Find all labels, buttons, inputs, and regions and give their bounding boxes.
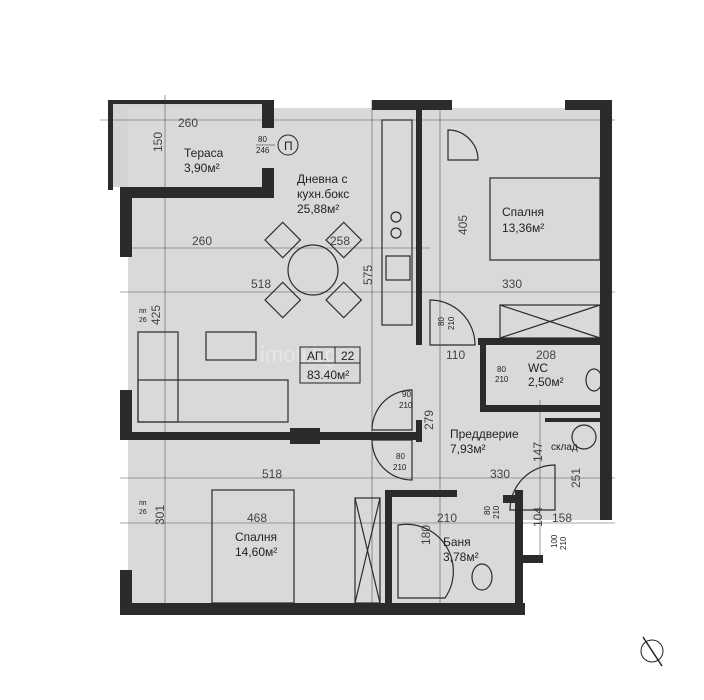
dimensions: 260 150 260 518 258 575 405 330 425 110 … bbox=[149, 116, 583, 545]
hall-area: 7,93м² bbox=[450, 442, 486, 456]
coffee-table bbox=[205, 331, 257, 361]
terrace-marker: П bbox=[284, 139, 293, 153]
svg-text:210: 210 bbox=[495, 375, 509, 384]
grid-lines bbox=[100, 95, 615, 615]
storage-name: склад bbox=[551, 442, 578, 453]
bedroom2-area: 14,60м² bbox=[235, 545, 277, 559]
svg-text:279: 279 bbox=[422, 410, 436, 430]
svg-text:330: 330 bbox=[502, 277, 522, 291]
svg-text:575: 575 bbox=[361, 265, 375, 285]
svg-text:80: 80 bbox=[396, 452, 405, 461]
bedroom2-name: Спалня bbox=[235, 530, 277, 544]
boiler bbox=[571, 424, 597, 450]
svg-text:80: 80 bbox=[497, 365, 506, 374]
living-area: 25,88м² bbox=[297, 202, 339, 216]
living-name-2: кухн.бокс bbox=[297, 187, 349, 201]
svg-text:210: 210 bbox=[492, 505, 501, 519]
walls bbox=[108, 100, 612, 615]
apartment-badge: АП. 22 83.40м² bbox=[299, 346, 361, 384]
terrace-name: Тераса bbox=[184, 146, 224, 160]
svg-text:110: 110 bbox=[446, 348, 465, 362]
bedroom1-area: 13,36м² bbox=[502, 221, 544, 235]
svg-text:пп: пп bbox=[139, 308, 147, 315]
kitchen-counter bbox=[381, 119, 413, 326]
svg-text:468: 468 bbox=[247, 511, 267, 525]
svg-text:251: 251 bbox=[569, 468, 583, 488]
furniture bbox=[137, 119, 603, 604]
svg-text:210: 210 bbox=[399, 401, 413, 410]
svg-text:210: 210 bbox=[559, 536, 568, 550]
svg-text:90: 90 bbox=[402, 390, 411, 399]
hall-name: Преддверие bbox=[450, 427, 519, 441]
svg-text:АП.: АП. bbox=[307, 349, 327, 363]
terrace-area: 3,90м² bbox=[184, 161, 220, 175]
svg-text:22: 22 bbox=[341, 349, 355, 363]
svg-text:104: 104 bbox=[531, 507, 545, 527]
svg-text:180: 180 bbox=[419, 525, 433, 545]
svg-text:208: 208 bbox=[536, 348, 556, 362]
svg-text:330: 330 bbox=[490, 467, 510, 481]
svg-text:26: 26 bbox=[139, 509, 147, 516]
sill-labels: пп 26 пп 26 bbox=[139, 308, 147, 516]
svg-text:425: 425 bbox=[149, 305, 163, 325]
terrace-marker-circle bbox=[277, 134, 299, 156]
svg-text:518: 518 bbox=[262, 467, 282, 481]
bed-2 bbox=[211, 489, 295, 604]
dining-table bbox=[287, 244, 339, 296]
wc-area: 2,50м² bbox=[528, 375, 564, 389]
bed-1 bbox=[489, 177, 601, 261]
svg-text:301: 301 bbox=[153, 505, 167, 525]
bath-name: Баня bbox=[443, 535, 471, 549]
svg-text:260: 260 bbox=[192, 234, 212, 248]
svg-text:80: 80 bbox=[483, 506, 492, 515]
bedroom1-name: Спалня bbox=[502, 205, 544, 219]
svg-text:405: 405 bbox=[456, 215, 470, 235]
svg-text:210: 210 bbox=[437, 511, 457, 525]
svg-text:246: 246 bbox=[256, 146, 270, 155]
svg-text:260: 260 bbox=[178, 116, 198, 130]
svg-text:147: 147 bbox=[531, 442, 545, 462]
svg-text:258: 258 bbox=[330, 234, 350, 248]
svg-text:210: 210 bbox=[393, 463, 407, 472]
wc-name: WC bbox=[528, 361, 548, 375]
living-name-1: Дневна с bbox=[297, 172, 347, 186]
svg-text:80: 80 bbox=[437, 317, 446, 326]
svg-text:80: 80 bbox=[258, 135, 267, 144]
svg-text:158: 158 bbox=[552, 511, 572, 525]
svg-text:518: 518 bbox=[251, 277, 271, 291]
svg-text:пп: пп bbox=[139, 500, 147, 507]
svg-text:83.40м²: 83.40м² bbox=[307, 368, 349, 382]
svg-text:26: 26 bbox=[139, 317, 147, 324]
svg-text:100: 100 bbox=[550, 534, 559, 548]
bath-area: 3,78м² bbox=[443, 550, 479, 564]
svg-text:210: 210 bbox=[447, 316, 456, 330]
svg-text:150: 150 bbox=[151, 132, 165, 152]
north-arrow-icon bbox=[640, 636, 664, 667]
shower bbox=[397, 523, 454, 599]
toilet bbox=[471, 563, 493, 591]
